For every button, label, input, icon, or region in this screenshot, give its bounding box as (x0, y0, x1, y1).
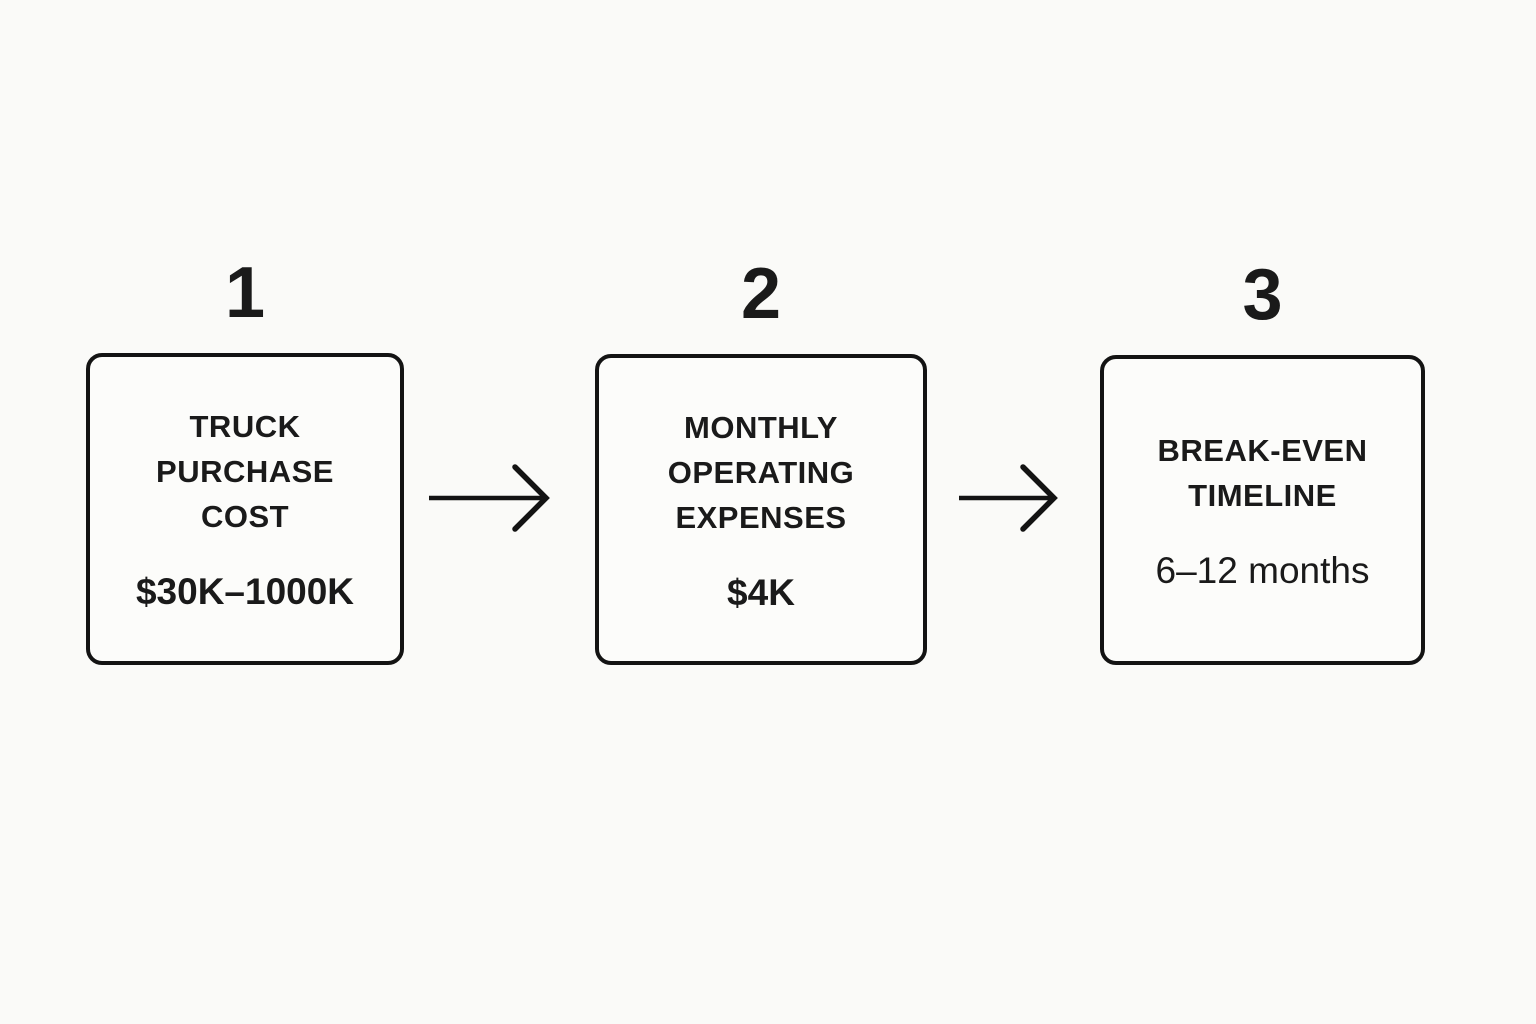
box-value: $30K–1000K (135, 571, 355, 613)
title-line: COST (200, 499, 290, 535)
title-line: OPERATING (667, 454, 855, 490)
title-line: EXPENSES (675, 499, 847, 535)
step-break-even-timeline: 3 BREAK-EVEN TIMELINE 6–12 months (1100, 259, 1425, 665)
right-arrow-icon (429, 464, 550, 532)
step-number-3: 3 (1242, 255, 1283, 335)
step-number-1: 1 (224, 253, 266, 333)
title-line: TIMELINE (1188, 477, 1337, 513)
step-truck-purchase-cost: 1 TRUCK PURCHASE COST $30K–1000K (86, 257, 404, 665)
box-value: 6–12 months (1155, 549, 1370, 591)
box-title: MONTHLY OPERATING EXPENSES (668, 406, 855, 541)
box-title: TRUCK PURCHASE COST (156, 405, 334, 540)
box-truck-purchase-cost: TRUCK PURCHASE COST $30K–1000K (86, 353, 404, 665)
box-value: $4K (727, 571, 795, 613)
title-line: MONTHLY (684, 409, 838, 445)
right-arrow-icon (959, 464, 1058, 532)
title-line: PURCHASE (156, 454, 334, 490)
box-monthly-operating-expenses: MONTHLY OPERATING EXPENSES $4K (595, 354, 927, 665)
title-line: TRUCK (189, 409, 301, 445)
box-title: BREAK-EVEN TIMELINE (1158, 429, 1368, 519)
box-break-even-timeline: BREAK-EVEN TIMELINE 6–12 months (1100, 355, 1425, 665)
step-monthly-operating-expenses: 2 MONTHLY OPERATING EXPENSES $4K (595, 258, 927, 665)
title-line: BREAK-EVEN (1157, 432, 1368, 468)
step-number-2: 2 (740, 254, 782, 334)
